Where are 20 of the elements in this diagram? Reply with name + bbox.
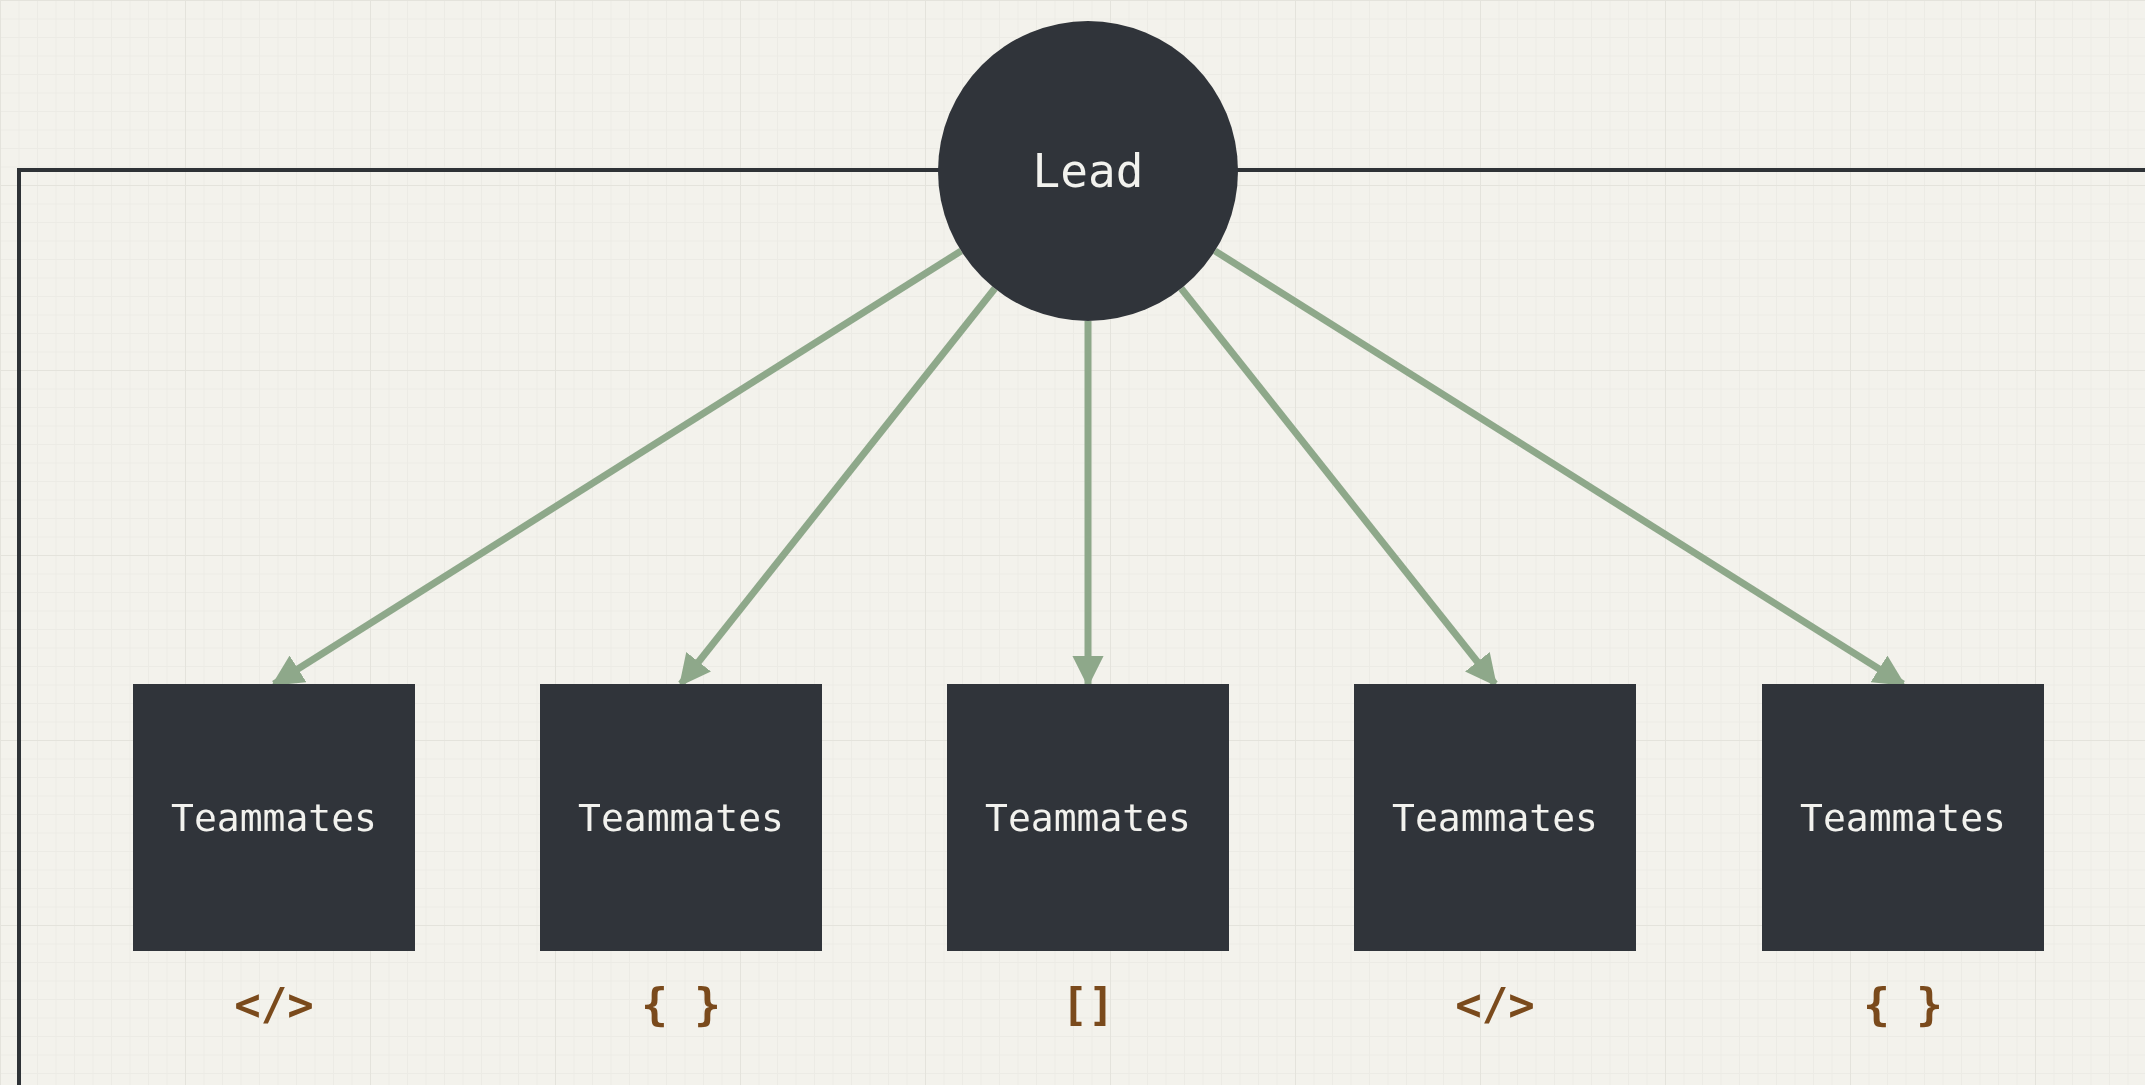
teammate-box	[1354, 684, 1636, 951]
arrow	[678, 286, 998, 687]
code-symbol: </>	[233, 979, 315, 1030]
teammate-label: Teammates	[171, 795, 377, 840]
code-symbol: { }	[1862, 979, 1944, 1030]
teammate-box	[1762, 684, 2044, 951]
teammate-box	[540, 684, 822, 951]
arrow	[1213, 247, 1906, 687]
teammate-box	[133, 684, 415, 951]
arrow	[1178, 286, 1498, 687]
code-symbol: []	[1060, 979, 1116, 1030]
code-symbol: </>	[1454, 979, 1536, 1030]
arrow	[271, 248, 963, 687]
teammate-label: Teammates	[985, 795, 1191, 840]
teammate-label: Teammates	[578, 795, 784, 840]
lead-label: Lead	[1032, 144, 1144, 198]
code-symbol: { }	[640, 979, 722, 1030]
teammate-label: Teammates	[1800, 795, 2006, 840]
teammate-label: Teammates	[1392, 795, 1598, 840]
teammate-box	[947, 684, 1229, 951]
